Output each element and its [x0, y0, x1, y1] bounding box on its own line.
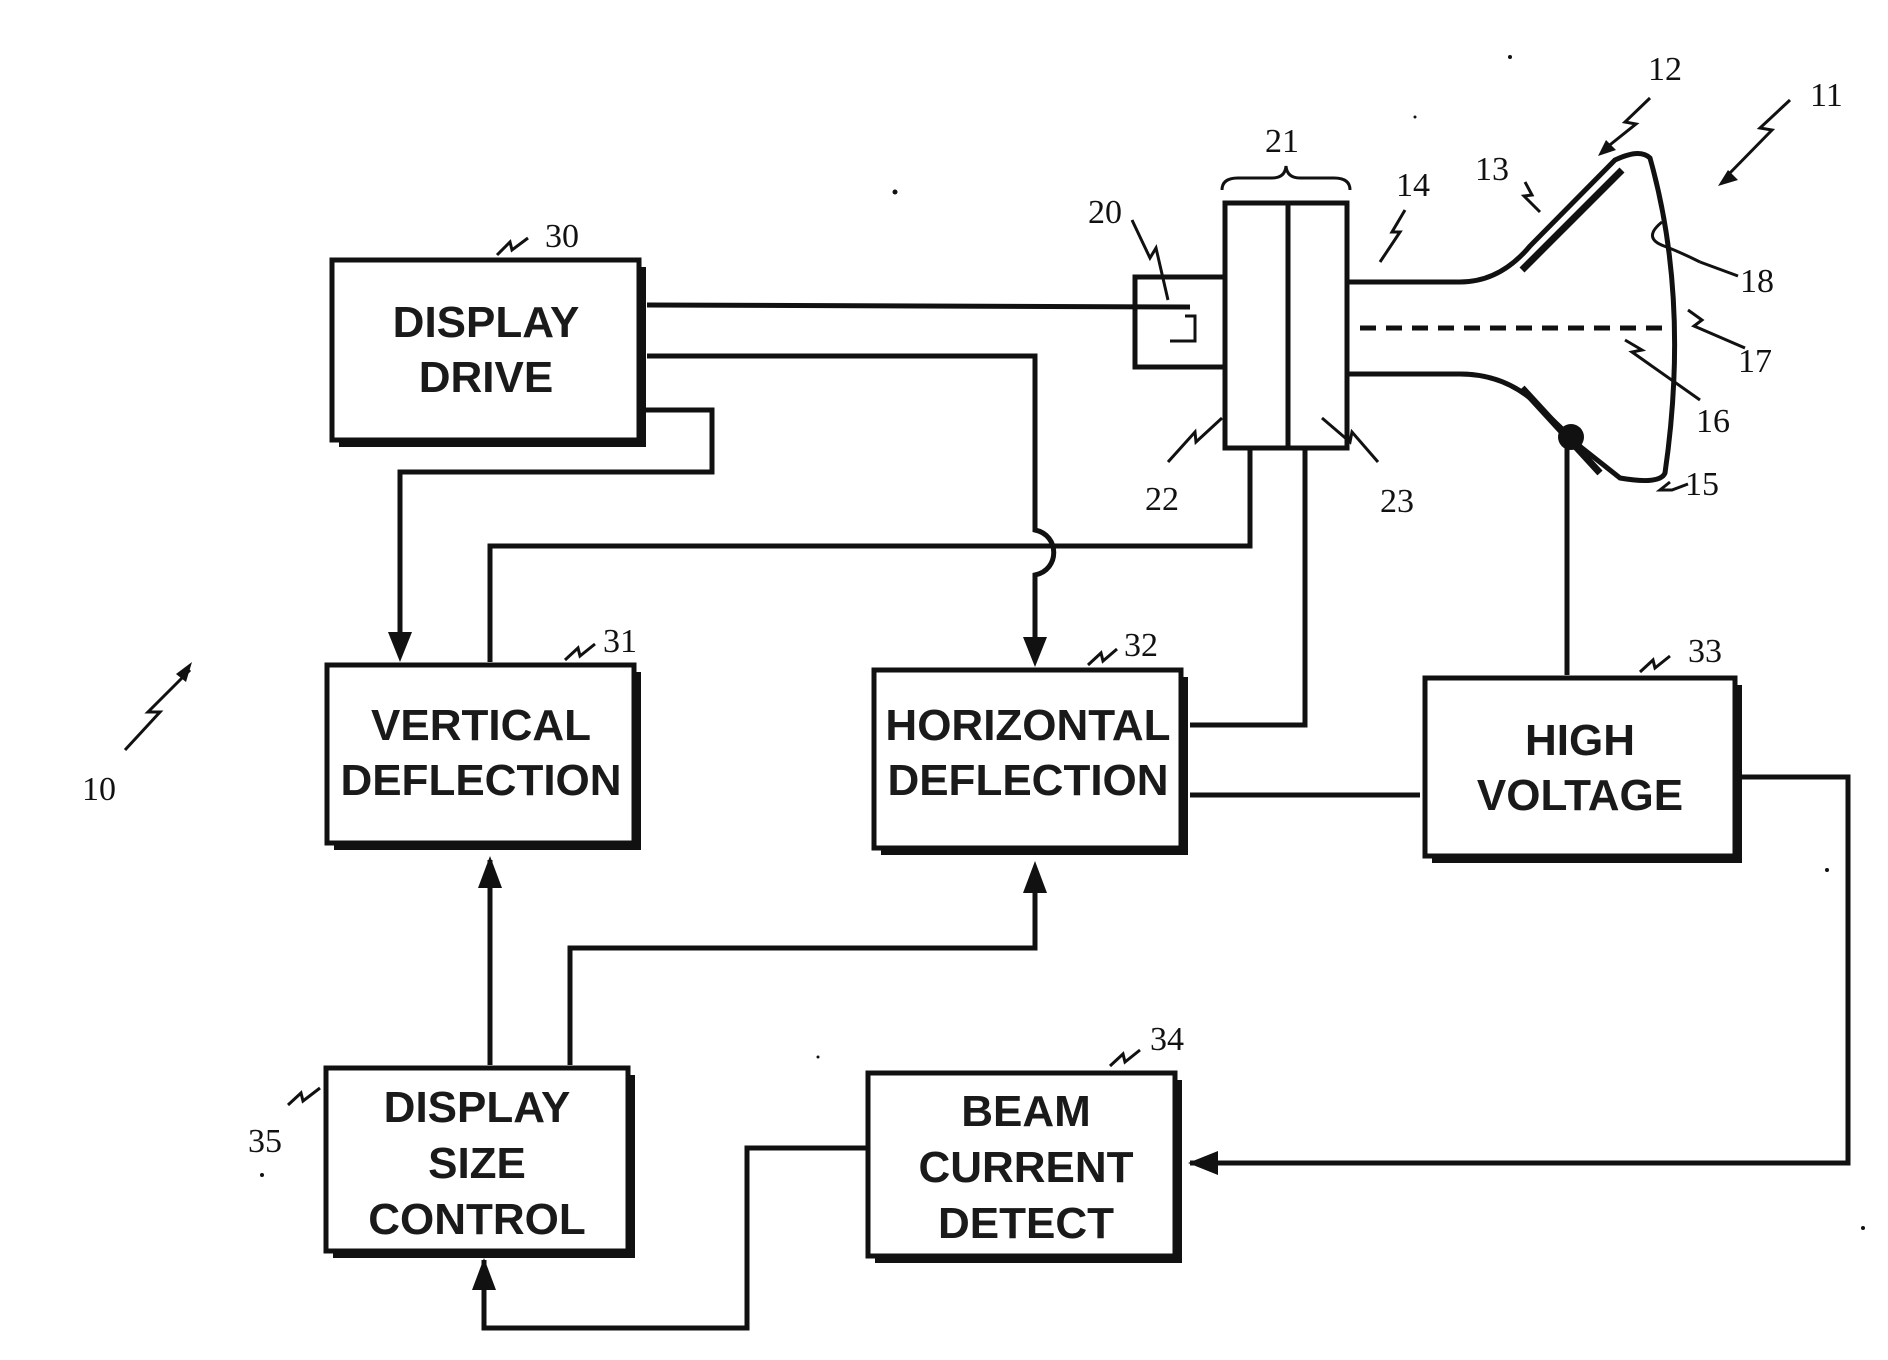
- leader-33: [1640, 656, 1670, 672]
- electron-gun-element: [1170, 316, 1195, 341]
- wire-drive-to-gun: [647, 305, 1190, 307]
- shield-plate-13: [1522, 170, 1622, 270]
- ref-23: 23: [1380, 483, 1414, 520]
- wire-sizecontrol-to-horizontal: [570, 870, 1035, 1065]
- leader-18: [1700, 262, 1738, 276]
- vertical-deflection-line-1: VERTICAL: [371, 701, 591, 750]
- electron-gun: [1135, 277, 1225, 367]
- leader-13: [1524, 182, 1540, 212]
- display-size-control-line-3: CONTROL: [368, 1195, 586, 1244]
- horizontal-deflection-block: HORIZONTAL DEFLECTION 32: [874, 627, 1188, 855]
- leader-14: [1380, 210, 1405, 262]
- beam-current-detect-ref: 34: [1150, 1021, 1184, 1058]
- display-size-control-block: DISPLAY SIZE CONTROL 35: [248, 1068, 635, 1258]
- leader-35: [288, 1088, 320, 1105]
- ref-21: 21: [1265, 123, 1299, 160]
- leader-10: [125, 670, 190, 750]
- high-voltage-line-2: VOLTAGE: [1477, 771, 1683, 820]
- ref-18: 18: [1740, 263, 1774, 300]
- beam-current-detect-line-2: CURRENT: [918, 1143, 1133, 1192]
- wire-drive-to-horizontal: [647, 356, 1054, 640]
- ref-14: 14: [1396, 167, 1430, 204]
- arrow-into-vertical: [388, 632, 412, 662]
- display-size-control-line-1: DISPLAY: [384, 1083, 571, 1132]
- beam-current-detect-line-1: BEAM: [961, 1087, 1091, 1136]
- ref-20: 20: [1088, 194, 1122, 231]
- display-drive-line-2: DRIVE: [419, 353, 553, 402]
- high-voltage-ref: 33: [1688, 633, 1722, 670]
- leader-17: [1688, 310, 1745, 348]
- leader-12: [1606, 98, 1650, 148]
- vertical-deflection-ref: 31: [603, 623, 637, 660]
- ref-12: 12: [1648, 51, 1682, 88]
- display-size-control-line-2: SIZE: [428, 1139, 526, 1188]
- leader-15: [1660, 482, 1688, 490]
- high-voltage-line-1: HIGH: [1525, 716, 1635, 765]
- ref-22: 22: [1145, 481, 1179, 518]
- vertical-deflection-line-2: DEFLECTION: [340, 756, 621, 805]
- leader-16: [1625, 340, 1700, 400]
- scan-speckles: [260, 55, 1865, 1230]
- leader-32: [1088, 649, 1117, 665]
- display-drive-ref: 30: [545, 218, 579, 255]
- arrow-into-sizecontrol: [472, 1258, 496, 1290]
- horizontal-deflection-line-1: HORIZONTAL: [885, 701, 1170, 750]
- beam-current-detect-line-3: DETECT: [938, 1199, 1114, 1248]
- arrow-into-horizontal-bottom: [1023, 861, 1047, 893]
- leader-34: [1110, 1050, 1140, 1066]
- ref-16: 16: [1696, 403, 1730, 440]
- arrow-into-beamdetect: [1188, 1151, 1218, 1175]
- leader-11: [1725, 100, 1790, 178]
- ref-15: 15: [1685, 466, 1719, 503]
- beam-current-detect-block: BEAM CURRENT DETECT 34: [868, 1021, 1184, 1263]
- arrow-into-vertical-bottom: [478, 856, 502, 888]
- ref-13: 13: [1475, 151, 1509, 188]
- display-drive-line-1: DISPLAY: [393, 298, 580, 347]
- ref-11: 11: [1810, 77, 1843, 114]
- arrow-into-horizontal: [1023, 637, 1047, 667]
- ref-10: 10: [82, 771, 116, 808]
- high-voltage-block: HIGH VOLTAGE 33: [1425, 633, 1742, 863]
- leader-30: [497, 238, 528, 255]
- anode-contact: [1558, 424, 1584, 450]
- leader-31: [565, 644, 595, 660]
- leader-11-head: [1718, 170, 1738, 186]
- ref-17: 17: [1738, 343, 1772, 380]
- display-size-control-ref: 35: [248, 1123, 282, 1160]
- screen-phosphor-curve: [1652, 222, 1700, 262]
- horizontal-deflection-line-2: DEFLECTION: [887, 756, 1168, 805]
- vertical-deflection-block: VERTICAL DEFLECTION 31: [327, 623, 641, 850]
- display-drive-block: DISPLAY DRIVE 30: [332, 218, 646, 447]
- leader-22: [1168, 418, 1222, 462]
- yoke-bracket: [1222, 166, 1350, 190]
- horizontal-deflection-ref: 32: [1124, 627, 1158, 664]
